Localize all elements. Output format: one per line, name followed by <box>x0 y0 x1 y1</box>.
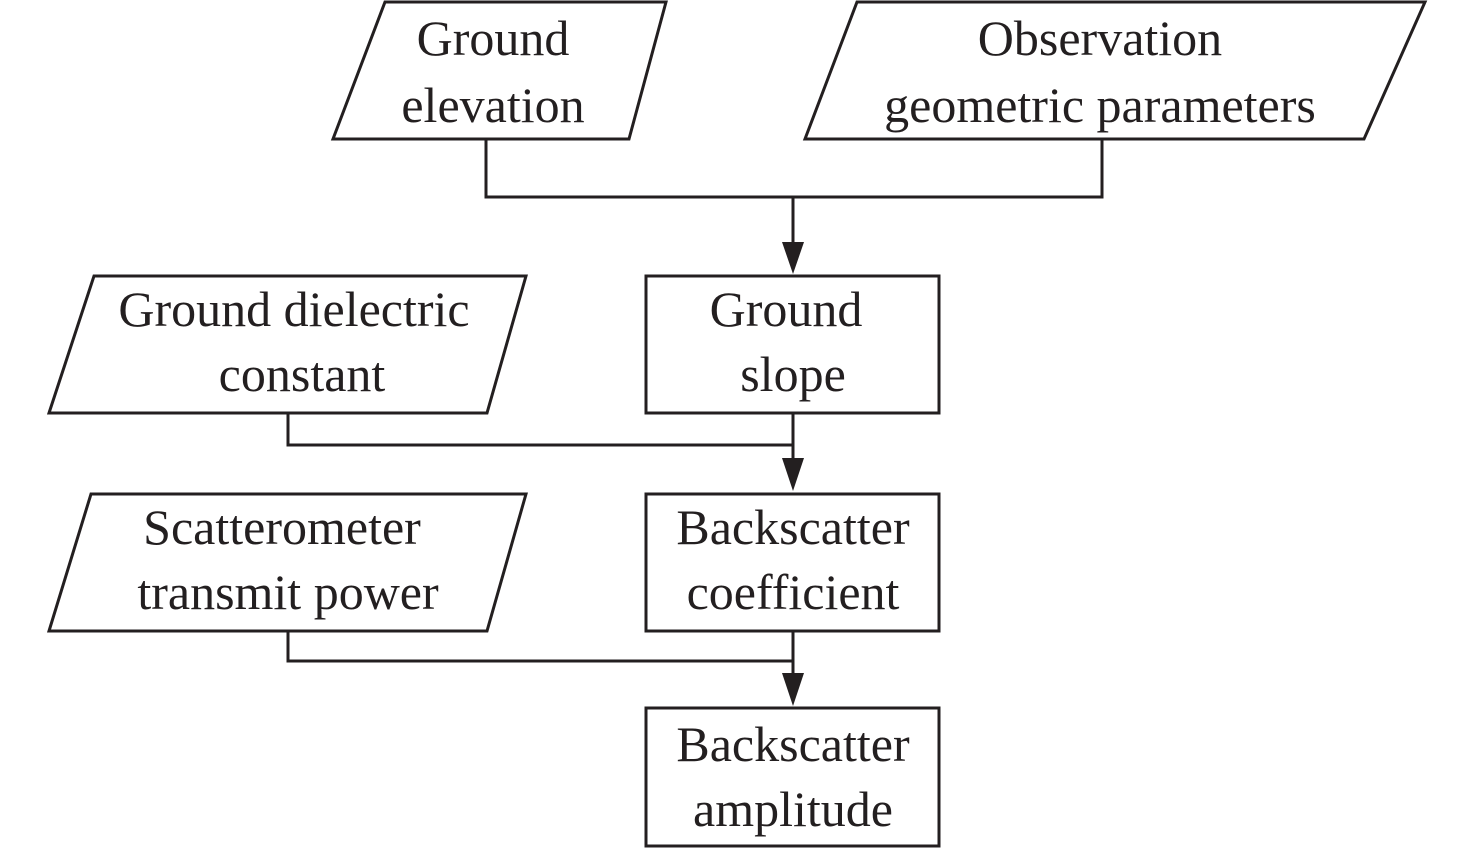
node-backscatter-amplitude: Backscatter amplitude <box>644 706 941 848</box>
node-label-line: transmit power <box>137 564 439 620</box>
node-label-line: geometric parameters <box>884 77 1316 133</box>
node-label-line: Scatterometer <box>143 499 421 555</box>
process-rectangle <box>644 274 941 415</box>
node-label-line: Observation <box>978 10 1222 66</box>
edge-dielectric-to-coefficient <box>286 413 793 447</box>
input-parallelogram <box>46 492 528 633</box>
node-label-line: Ground dielectric <box>118 281 469 337</box>
input-parallelogram <box>802 0 1428 141</box>
input-parallelogram <box>330 0 668 141</box>
node-label-line: Backscatter <box>676 499 910 555</box>
edge-elevation-geometry-to-slope <box>484 140 1104 199</box>
node-label-line: slope <box>740 346 846 402</box>
node-ground-slope: Ground slope <box>644 274 941 415</box>
node-scatterometer-transmit-power: Scatterometer transmit power <box>46 492 528 633</box>
arrow-into-ground-slope <box>782 242 804 274</box>
node-backscatter-coefficient: Backscatter coefficient <box>644 492 941 633</box>
connectors <box>286 140 1104 706</box>
output-rectangle <box>644 706 941 848</box>
node-observation-geometric-parameters: Observation geometric parameters <box>802 0 1428 141</box>
node-label-line: coefficient <box>687 564 900 620</box>
node-label-line: constant <box>219 346 386 402</box>
node-label-line: Ground <box>417 10 570 66</box>
input-parallelogram <box>46 274 528 415</box>
process-rectangle <box>644 492 941 633</box>
node-label-line: Backscatter <box>676 716 910 772</box>
arrow-into-backscatter-amplitude <box>782 673 804 706</box>
node-label-line: amplitude <box>693 781 893 837</box>
arrow-into-backscatter-coefficient <box>782 458 804 491</box>
node-ground-elevation: Ground elevation <box>330 0 668 141</box>
node-ground-dielectric-constant: Ground dielectric constant <box>46 274 528 415</box>
node-label-line: Ground <box>710 281 863 337</box>
edge-power-to-amplitude <box>286 631 793 663</box>
node-label-line: elevation <box>401 77 584 133</box>
